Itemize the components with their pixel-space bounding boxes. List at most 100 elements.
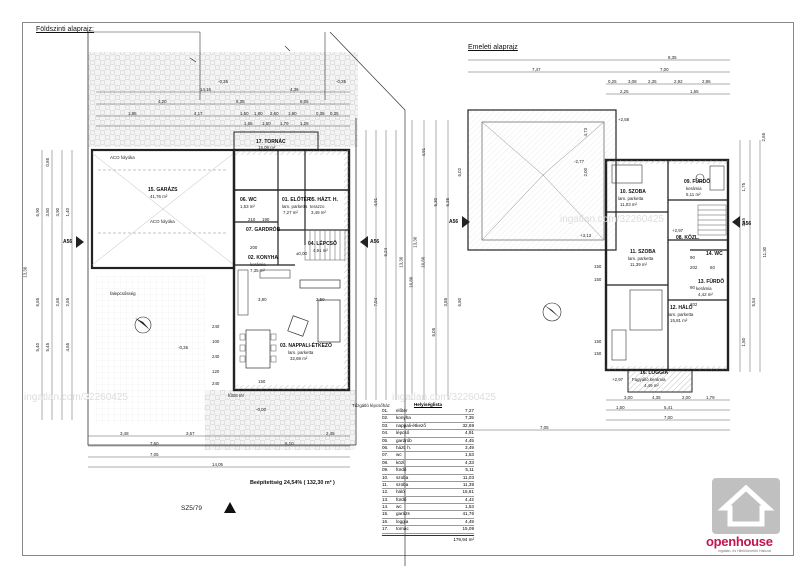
dim-inner: 240	[212, 354, 220, 359]
note-heated: fűtött tér	[228, 393, 245, 398]
room-area-wc: 1,53 m²	[240, 204, 255, 209]
dining-table	[245, 329, 271, 369]
room-label-kitchen: 02. KONYHA	[248, 255, 279, 261]
note-railing: falepcsősség	[110, 291, 136, 296]
room-label-08: 08. KÖZL.	[676, 235, 700, 241]
dim-side: 0,85	[45, 157, 51, 167]
section-mark-left-r: A56	[449, 219, 459, 225]
room-label-porch: 17. TORNÁC	[256, 139, 286, 145]
left-plan	[41, 31, 449, 566]
dim-top-r: 7,00	[660, 67, 669, 72]
dim-top: 1,50	[240, 111, 249, 116]
watermark: ingatlan.com/32260425	[392, 392, 496, 403]
room-schedule-row: 06.házt. h.3,49	[382, 445, 474, 453]
room-label-16: 16. LOGGIA	[640, 370, 669, 376]
room-sub-kitchen: kerámia	[250, 262, 266, 267]
room-sub-utility: terazzo	[310, 204, 325, 209]
dim-inner: 240	[212, 381, 220, 386]
dim-top: 1,50	[262, 121, 271, 126]
dim-top: 0,35	[330, 111, 339, 116]
dim-top: 4,17	[194, 111, 203, 116]
dim-side-r: 1,50	[741, 337, 747, 347]
room-sub-16: Fagyálló kerámia	[632, 377, 666, 382]
sheet-mark-triangle	[224, 502, 236, 513]
upper-floor-title: Emeleti alaprajz	[468, 44, 518, 51]
dim-side-r: 6,35	[445, 197, 451, 207]
watermark: ingatlan.com/32260425	[560, 214, 664, 225]
room-label-utility: 05. HÁZT. H.	[309, 197, 338, 203]
dim-side-r: 6,02	[457, 167, 463, 177]
dim-bottom-r: 7,00	[664, 415, 673, 420]
dim-top: 0,35	[316, 111, 325, 116]
dim-inner: 150	[258, 379, 266, 384]
dim-bottom-r: 5,41	[664, 405, 673, 410]
dim-side-r: 11,30	[762, 246, 768, 258]
dim-side: 6,90	[35, 207, 41, 217]
room-area-porch: 15,09 m²	[258, 145, 276, 150]
dim-inner: 2,50	[316, 297, 325, 302]
dim-side: 6,65	[35, 297, 41, 307]
dim-bottom: 7,60	[150, 441, 159, 446]
dim-top: 1,95	[128, 111, 137, 116]
room-schedule-row: 08.közl.4,33	[382, 460, 474, 468]
room-area-13: 4,42 m²	[698, 292, 713, 297]
room-area-living: 32,69 m²	[290, 356, 308, 361]
dim-bottom-r: 7,05	[540, 425, 549, 430]
dim-inner-r: 150	[594, 264, 602, 269]
room-sub-13: kerámia	[696, 286, 712, 291]
dim-top: 8,35	[236, 99, 245, 104]
level-upper: +2,58	[618, 117, 630, 122]
dim-inner: 3,80	[258, 297, 267, 302]
dim-inner-r: 90	[690, 285, 695, 290]
dim-top-r: 8,35	[668, 55, 677, 60]
dim-side-r: 13,30	[412, 236, 418, 248]
dim-side-r: 4,91	[421, 147, 427, 157]
dim-top-r: 0,25	[608, 79, 617, 84]
dim-top-r: 3,08	[628, 79, 637, 84]
section-mark-right-r: A56	[742, 221, 752, 227]
note-stairwell: Tűzgátló lépcsőház	[352, 403, 390, 408]
drawing-sheet	[22, 22, 794, 556]
level-upper: +2,97	[612, 377, 624, 382]
dim-bottom: 3,57	[186, 431, 195, 436]
dim-side: 5,40	[35, 342, 41, 352]
dim-side: 4,65	[65, 342, 71, 352]
dim-inner: 100	[212, 339, 220, 344]
room-area-16: 4,49 m²	[644, 383, 659, 388]
dim-top: 1,90	[288, 111, 297, 116]
room-schedule-total: 179,94 m²	[382, 534, 474, 543]
stair	[304, 229, 346, 261]
sheet-code: SZ5/79	[181, 505, 202, 512]
room-label-wardrobe: 07. GARDRÓB	[246, 227, 281, 233]
level-d: -0,00	[256, 407, 267, 412]
room-schedule-header: Helyiséglista	[413, 402, 443, 407]
room-sub-09: kerámia	[686, 186, 702, 191]
dim-side-r: 1,75	[741, 182, 747, 192]
dim-side: 6,05	[431, 327, 437, 337]
level-upper: -2,77	[574, 159, 585, 164]
room-sub-12: lam. parketta	[668, 312, 694, 317]
section-mark-right: A56	[370, 239, 380, 245]
dim-inner: 210	[248, 217, 256, 222]
room-area-kitchen: 7,35 m²	[250, 268, 265, 273]
ground-floor-title: Földszinti alaprajz:	[36, 26, 94, 33]
brand-tagline: Ingatlan, és Hitelközvetítő Hálózat	[718, 549, 771, 553]
room-area-garage: 41,76 m²	[150, 194, 168, 199]
dim-inner: 120	[212, 369, 220, 374]
dim-bottom: 14,05	[212, 462, 223, 467]
dim-inner: 240	[212, 324, 220, 329]
dim-bottom-r: 1,79	[706, 395, 715, 400]
level-b: -0,35	[336, 79, 347, 84]
house-icon	[717, 484, 775, 527]
dim-inner: 190	[262, 217, 270, 222]
note-gutter-top: ACO folyóka	[110, 155, 135, 160]
dim-side: 7,04	[373, 297, 379, 307]
